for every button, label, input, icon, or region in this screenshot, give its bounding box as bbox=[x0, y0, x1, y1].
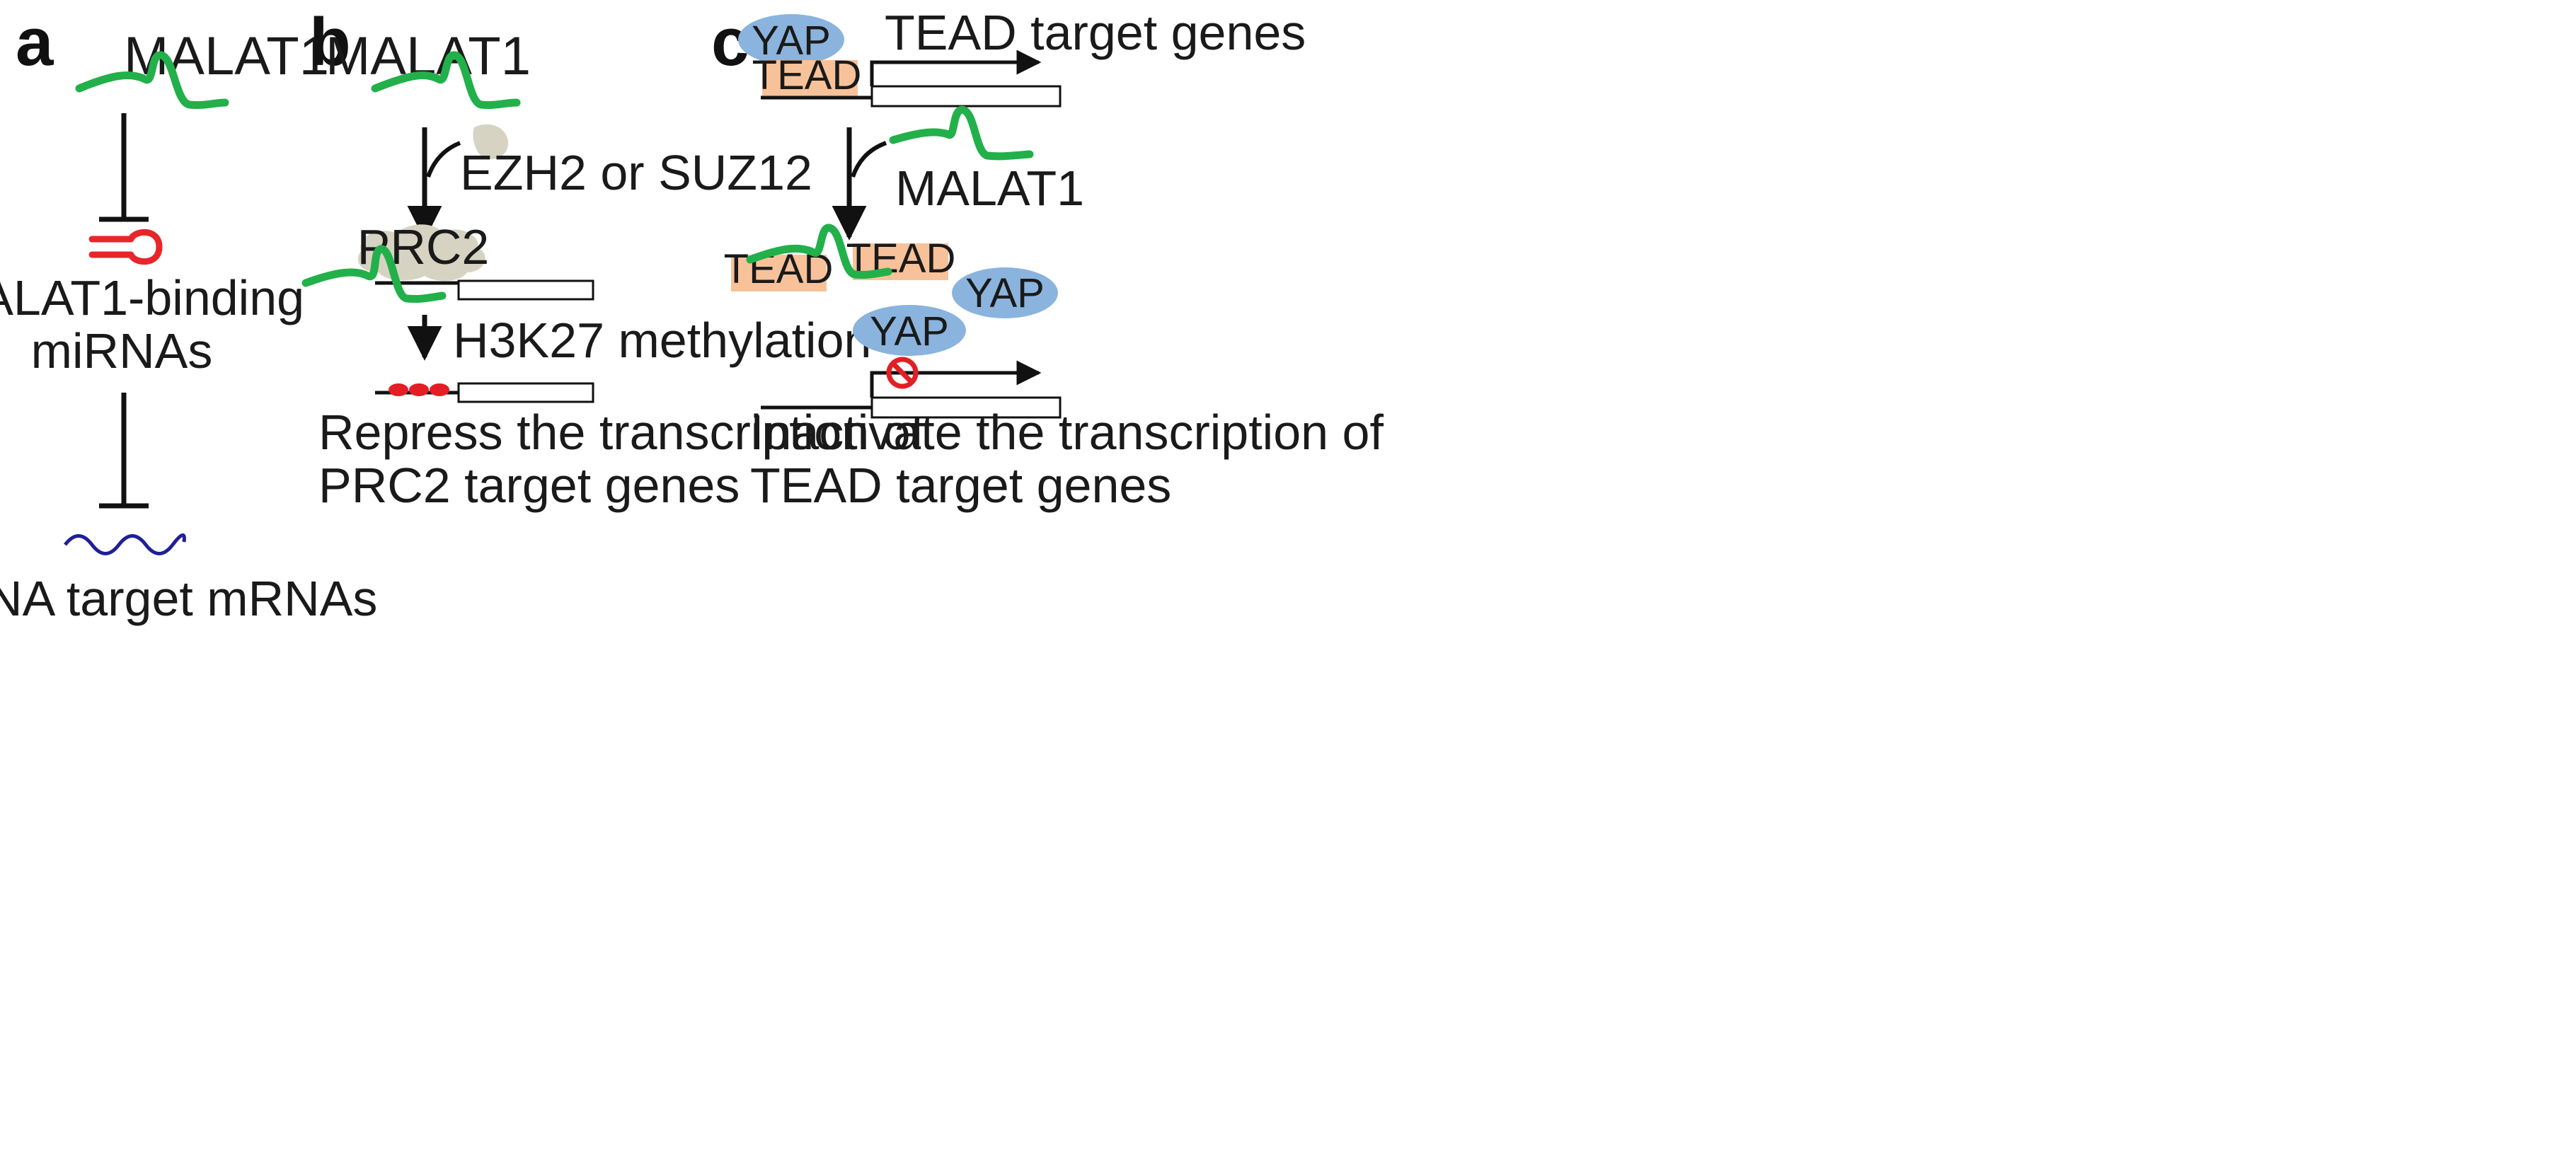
malat1-rna-bound-icon bbox=[301, 245, 447, 303]
yap-label: YAP bbox=[752, 18, 831, 64]
ezh2-suz12-icon bbox=[473, 124, 509, 160]
panel-a: a MALAT1 MALAT1-binding miRNAs miRNA tar… bbox=[0, 4, 377, 626]
panel-b-caption-line2: PRC2 target genes bbox=[318, 458, 740, 513]
mirna-label-line2: miRNAs bbox=[31, 323, 213, 378]
methyl-mark-icon bbox=[409, 383, 429, 396]
panel-b-caption-line1: Repress the transcription of bbox=[318, 405, 925, 460]
inhibit-sign-icon bbox=[886, 357, 919, 389]
yap-protein: YAP bbox=[738, 14, 844, 65]
recruit-label: EZH2 or SUZ12 bbox=[460, 145, 812, 200]
inactive-gene-locus bbox=[761, 357, 1062, 419]
recruit-curve bbox=[426, 141, 461, 178]
tead-protein: TEAD bbox=[752, 52, 862, 98]
yap-label: YAP bbox=[870, 308, 949, 354]
transcription-arrow bbox=[870, 360, 1042, 398]
recruit-curve bbox=[851, 141, 887, 178]
methylated-gene-locus bbox=[375, 382, 594, 403]
yap-protein: YAP bbox=[853, 305, 966, 356]
mrna-wave-icon bbox=[64, 533, 186, 555]
malat1-label-c: MALAT1 bbox=[895, 161, 1084, 216]
active-gene-locus bbox=[761, 50, 1062, 108]
panel-b: b MALAT1 EZH2 or SUZ12 PRC2 H3K27 methyl… bbox=[301, 4, 925, 513]
inhibition-arrow bbox=[99, 113, 149, 222]
malat1-rna-icon bbox=[75, 51, 229, 109]
yap-label: YAP bbox=[965, 270, 1045, 316]
panel-c-caption-line2: TEAD target genes bbox=[750, 458, 1171, 513]
inhibition-arrow bbox=[99, 393, 149, 509]
panel-b-letter: b bbox=[309, 4, 351, 80]
yap-icon bbox=[853, 305, 966, 356]
methyl-mark-icon bbox=[389, 383, 408, 396]
panel-a-bottom-label: miRNA target mRNAs bbox=[0, 571, 377, 626]
tead-label: TEAD bbox=[752, 52, 862, 98]
step-label: H3K27 methylation bbox=[453, 313, 871, 368]
malat1-rna-icon bbox=[371, 51, 521, 109]
yap-icon bbox=[952, 267, 1058, 318]
yap-icon bbox=[738, 14, 844, 65]
panel-a-letter: a bbox=[16, 4, 54, 80]
panel-c-caption-line1: Inactivate the transcription of bbox=[750, 405, 1384, 460]
yap-protein: YAP bbox=[952, 267, 1058, 318]
malat1-rna-icon bbox=[889, 105, 1034, 161]
tead-target-genes-label: TEAD target genes bbox=[885, 5, 1306, 60]
methyl-mark-icon bbox=[430, 383, 449, 396]
malat1-rna-bound-icon bbox=[746, 224, 892, 279]
mirna-label-line1: MALAT1-binding bbox=[0, 270, 304, 325]
gene-locus bbox=[375, 279, 594, 301]
mirna-hairpin-icon bbox=[88, 229, 163, 265]
panel-c: c TEAD target genes YAP TEAD MALAT1 TEAD… bbox=[711, 4, 1384, 513]
tead-icon bbox=[762, 60, 858, 97]
transcription-arrow bbox=[870, 50, 1042, 86]
